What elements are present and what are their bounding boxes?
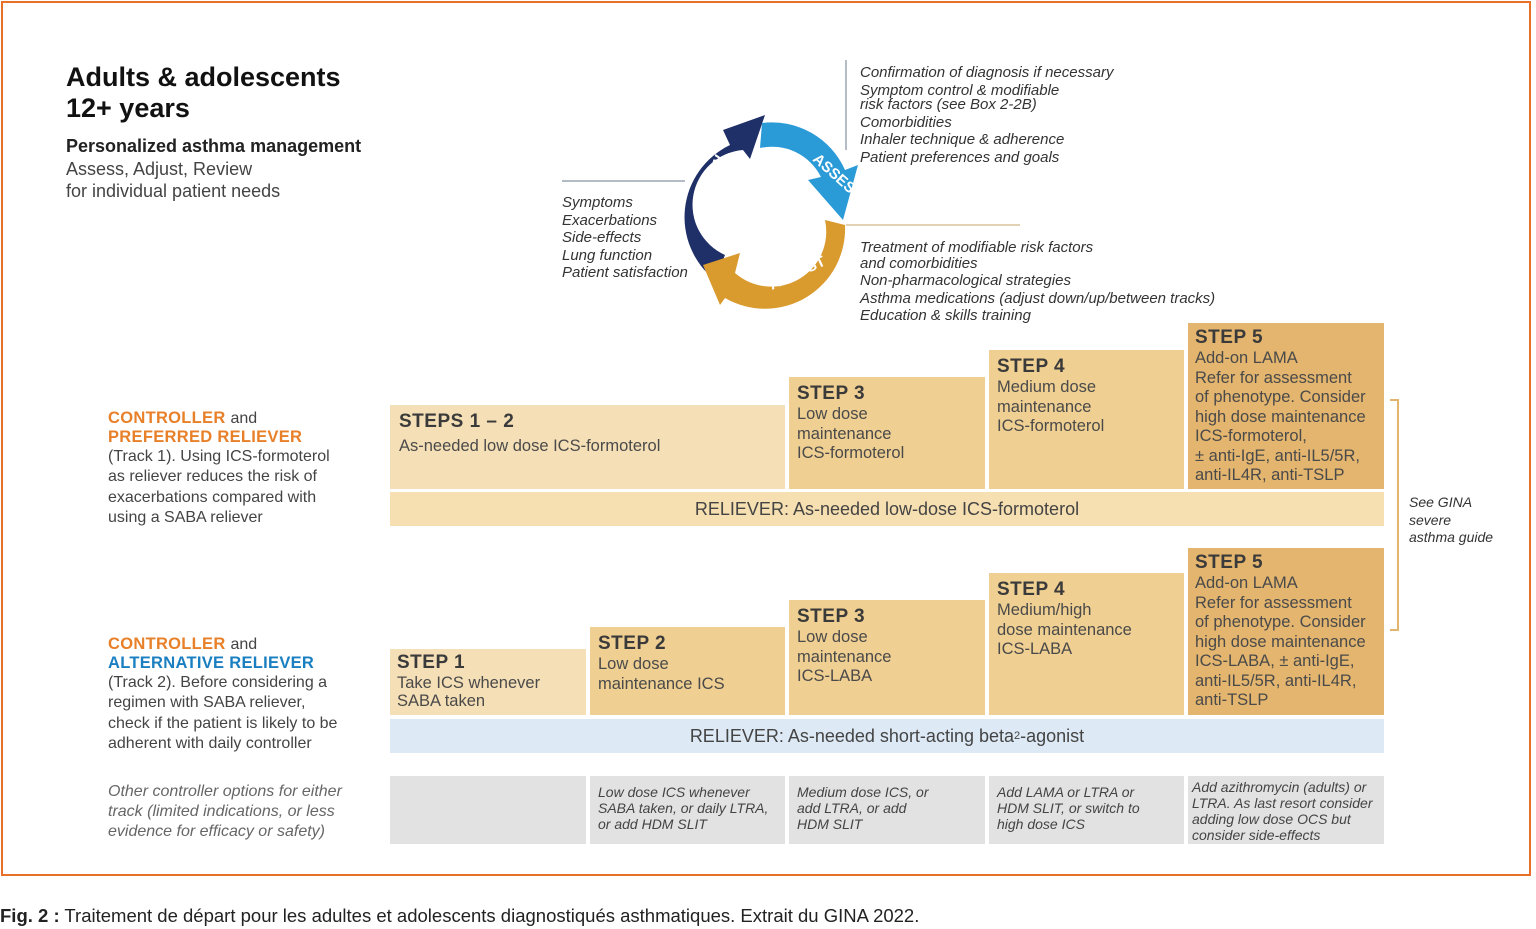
track2-label: CONTROLLER and ALTERNATIVE RELIEVER (Tra… bbox=[108, 635, 337, 754]
severe-asthma-bracket bbox=[1390, 399, 1399, 631]
track1-steps-1-2: STEPS 1 – 2 As-needed low dose ICS-formo… bbox=[390, 405, 785, 489]
review-arrow bbox=[684, 115, 765, 280]
track1-step-3: STEP 3 Low dose maintenance ICS-formoter… bbox=[789, 377, 985, 489]
review-items: Symptoms Exacerbations Side-effects Lung… bbox=[562, 194, 688, 281]
track2-description: (Track 2). Before considering a regimen … bbox=[108, 674, 338, 752]
track1-label: CONTROLLER and PREFERRED RELIEVER (Track… bbox=[108, 409, 330, 528]
adjust-items: Treatment of modifiable risk factors and… bbox=[860, 239, 1216, 324]
track2-step-5: STEP 5 Add-on LAMA Refer for assessment … bbox=[1188, 548, 1384, 715]
other-options-label: Other controller options for either trac… bbox=[108, 783, 342, 840]
track2-step-3: STEP 3 Low dose maintenance ICS-LABA bbox=[789, 600, 985, 715]
other-options-step-2: Low dose ICS whenever SABA taken, or dai… bbox=[590, 776, 785, 844]
page-subtitle: Personalized asthma management bbox=[66, 136, 362, 156]
page-title: Adults & adolescents 12+ years bbox=[66, 62, 341, 123]
track2-step-1: STEP 1 Take ICS whenever SABA taken bbox=[390, 649, 586, 715]
other-options-step-4: Add LAMA or LTRA or HDM SLIT, or switch … bbox=[989, 776, 1184, 844]
track1-step-4: STEP 4 Medium dose maintenance ICS-formo… bbox=[989, 350, 1184, 489]
severe-asthma-note: See GINA severe asthma guide bbox=[1409, 494, 1494, 545]
track1-description: (Track 1). Using ICS-formoterol as relie… bbox=[108, 448, 330, 526]
adjust-arrow bbox=[703, 220, 846, 309]
page-description: Assess, Adjust, Review for individual pa… bbox=[66, 159, 281, 201]
review-label: REVIEW bbox=[693, 152, 730, 214]
assess-items: Confirmation of diagnosis if necessary S… bbox=[860, 64, 1114, 166]
track2-step-4: STEP 4 Medium/high dose maintenance ICS-… bbox=[989, 573, 1184, 715]
track2-step-2: STEP 2 Low dose maintenance ICS bbox=[590, 627, 785, 715]
track1-reliever-bar: RELIEVER: As-needed low-dose ICS-formote… bbox=[390, 492, 1384, 526]
figure-frame bbox=[1, 1, 1531, 876]
figure-caption: Fig. 2 : Traitement de départ pour les a… bbox=[0, 905, 920, 926]
other-options-step-5: Add azithromycin (adults) or LTRA. As la… bbox=[1188, 776, 1384, 844]
other-options-step-3: Medium dose ICS, or add LTRA, or add HDM… bbox=[789, 776, 985, 844]
assess-arrow bbox=[760, 122, 858, 220]
track1-step-5: STEP 5 Add-on LAMA Refer for assessment … bbox=[1188, 323, 1384, 489]
other-options-empty-cell bbox=[390, 776, 586, 844]
assess-adjust-review-cycle: ASSESS ADJUST REVIEW bbox=[562, 60, 1020, 309]
